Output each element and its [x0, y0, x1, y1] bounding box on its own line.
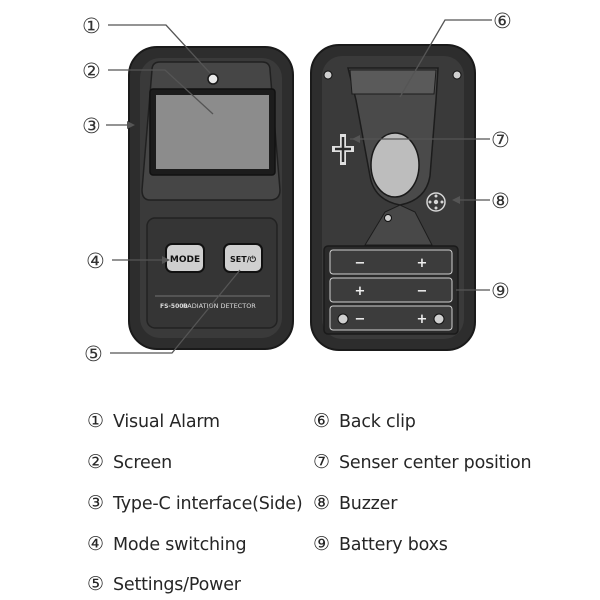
battery-cell	[329, 249, 453, 275]
callout-4: ④	[86, 249, 105, 273]
screw	[433, 313, 445, 325]
battery-polarity-mark: +	[417, 256, 428, 271]
set-power-button-label: SET/⏻	[230, 255, 257, 264]
callout-6: ⑥	[493, 9, 512, 33]
callouts: ① ② ③ ④ ⑤ ⑥ ⑦ ⑧ ⑨	[82, 9, 512, 366]
callout-2: ②	[82, 59, 101, 83]
mode-button-label: MODE	[170, 255, 200, 265]
buzzer-icon	[426, 192, 446, 212]
product-label: RADIATION DETECTOR	[183, 302, 256, 310]
model-label: FS-5000	[160, 303, 188, 310]
sensor-center-mark	[335, 137, 351, 162]
set-power-button	[223, 243, 263, 273]
battery-polarity-mark: −	[355, 312, 366, 327]
visual-alarm-led	[207, 73, 219, 85]
callout-1: ①	[82, 14, 101, 38]
battery-cell	[329, 305, 453, 331]
sensor-window	[370, 132, 420, 198]
screw	[323, 70, 333, 80]
back-view: − + + − − +	[310, 44, 476, 351]
screw	[452, 70, 462, 80]
battery-polarity-mark: +	[417, 312, 428, 327]
leader-arrows	[127, 121, 460, 264]
callout-5: ⑤	[84, 342, 103, 366]
front-view: MODE SET/⏻ FS-5000 RADIATION DETECTOR	[128, 46, 294, 350]
screw	[384, 214, 392, 222]
clip-mount	[364, 204, 433, 246]
screen	[156, 95, 269, 169]
screw	[337, 313, 349, 325]
back-clip-top	[349, 69, 437, 95]
callout-7: ⑦	[491, 128, 510, 152]
battery-cell	[329, 277, 453, 303]
battery-polarity-mark: −	[355, 256, 366, 271]
battery-polarity-mark: −	[417, 284, 428, 299]
callout-9: ⑨	[491, 279, 510, 303]
lower-panel	[146, 217, 278, 329]
callout-8: ⑧	[491, 189, 510, 213]
battery-rows: − + + − − +	[329, 249, 453, 331]
callout-3: ③	[82, 114, 101, 138]
leader-lines	[106, 19, 492, 354]
battery-polarity-mark: +	[355, 284, 366, 299]
